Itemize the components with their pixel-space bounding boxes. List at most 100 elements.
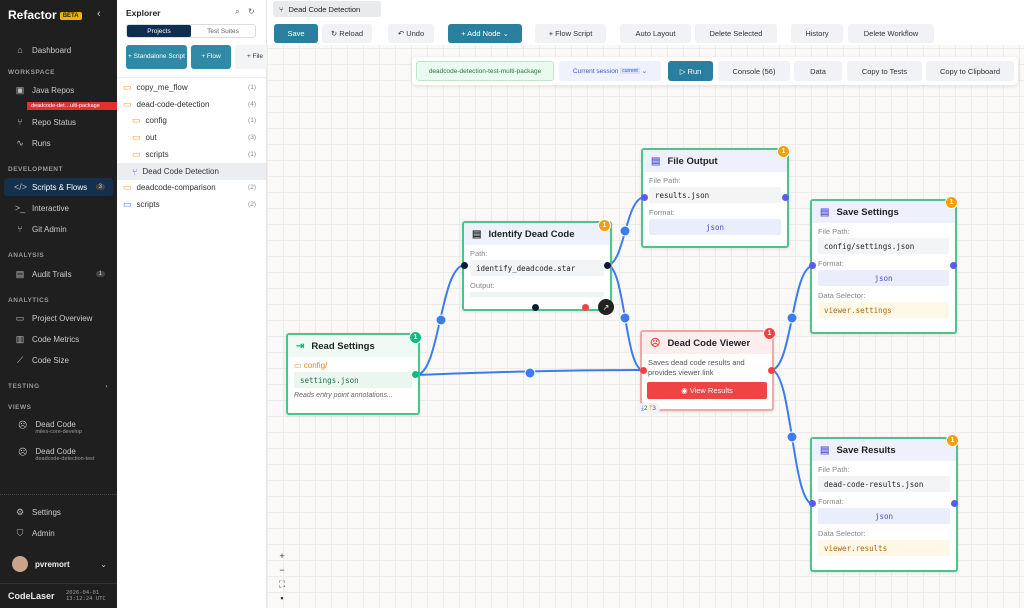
sidebar-item-java-repos[interactable]: ▣Java Repos [4,81,113,99]
refresh-icon[interactable]: ↻ [248,7,255,16]
lock-icon[interactable]: ▪ [280,593,284,603]
view-results-button[interactable]: ◉ View Results [647,382,767,399]
delete-selected-button[interactable]: Delete Selected [695,24,777,43]
node-save-settings[interactable]: ▤Save Settings File Path: config/setting… [810,199,957,334]
tree-item[interactable]: ▭dead-code-detection(4) [117,96,266,113]
run-button[interactable]: ▷ Run [668,61,713,81]
output-port[interactable] [412,371,419,378]
eye-icon[interactable] [786,431,798,443]
flow-script-button[interactable]: + Flow Script [535,24,606,43]
label: + Add Node [461,29,501,38]
sidebar-item-admin[interactable]: ⛉Admin [4,524,113,542]
save-button[interactable]: Save [274,24,318,43]
open-external-icon[interactable]: ↗ [598,299,614,315]
node-save-results[interactable]: ▤Save Results File Path: dead-code-resul… [810,437,958,572]
input-port[interactable] [640,367,647,374]
sidebar-item-settings[interactable]: ⚙Settings [4,503,113,521]
undo-button[interactable]: ↶ Undo [388,24,434,43]
node-dead-code-viewer[interactable]: ☹Dead Code Viewer Saves dead code result… [640,330,774,411]
label: Runs [32,138,51,148]
briefcase-icon: ▤ [15,268,25,279]
folder-icon: ▭ [123,82,132,92]
zoom-out-button[interactable]: − [279,565,285,575]
node-read-settings[interactable]: ⇥Read Settings ▭ config/ settings.json R… [286,333,420,415]
zoom-in-button[interactable]: + [279,551,285,561]
avatar [12,556,28,572]
fit-view-icon[interactable]: ⛶ [278,578,286,589]
input-port[interactable] [809,500,816,507]
file-icon: ▤ [651,155,661,167]
output-port[interactable] [782,194,789,201]
data-button[interactable]: Data [794,61,842,81]
tree-item[interactable]: ▭config(1) [117,112,266,129]
node-file-output[interactable]: ▤File Output File Path: results.json For… [641,148,789,248]
add-flow-button[interactable]: + Flow [191,45,231,69]
sidebar-item-dashboard[interactable]: ⌂Dashboard [4,41,113,59]
count: (1) [248,151,256,158]
copy-to-clipboard-button[interactable]: Copy to Clipboard [926,61,1014,81]
count: (2) [248,184,256,191]
reload-button[interactable]: ↻ Reload [322,24,372,43]
user-menu[interactable]: pvremort⌄ [12,556,107,572]
delete-workflow-button[interactable]: Delete Workflow [848,24,934,43]
sidebar-item-project-overview[interactable]: ▭Project Overview [4,309,113,327]
tree-item[interactable]: ▭copy_me_flow(1) [117,79,266,96]
error-port[interactable] [582,304,589,311]
tree-item[interactable]: ▭deadcode-comparison(2) [117,179,266,196]
sidebar-item-repo-status[interactable]: ⑂Repo Status [4,113,113,131]
folder-icon: ▭ [294,361,304,370]
tree-item[interactable]: ▭scripts(2) [117,196,266,213]
tree-item-selected[interactable]: ⑂Dead Code Detection [117,163,266,180]
output-port[interactable] [604,262,611,269]
sidebar-item-code-size[interactable]: ⟋Code Size [4,351,113,369]
tree-item[interactable]: ▭out(3) [117,129,266,146]
eye-icon[interactable] [619,225,631,237]
bottom-port[interactable] [532,304,539,311]
eye-icon[interactable] [524,367,536,379]
label: Code Metrics [32,334,80,344]
tree-item[interactable]: ▭scripts(1) [117,146,266,163]
copy-to-tests-button[interactable]: Copy to Tests [847,61,922,81]
node-identify-dead-code[interactable]: ▤Identify Dead Code Path: identify_deadc… [462,221,612,311]
collapse-sidebar-icon[interactable]: ‹ [97,8,101,20]
sidebar-item-code-metrics[interactable]: ▥Code Metrics [4,330,113,348]
tab-test-suites[interactable]: Test Suites [207,27,239,35]
sidebar-item-interactive[interactable]: >_Interactive [4,199,113,217]
history-button[interactable]: History [791,24,843,43]
add-node-button[interactable]: + Add Node ⌄ [448,24,522,43]
sidebar-item-git-admin[interactable]: ⑂Git Admin [4,220,113,238]
section-testing[interactable]: TESTING› [8,383,108,390]
session-select[interactable]: Current session current ⌄ [559,61,661,81]
auto-layout-button[interactable]: Auto Layout [620,24,691,43]
input-port[interactable] [461,262,468,269]
format-label: Format: [818,259,844,268]
divider [0,494,117,495]
standalone-script-button[interactable]: + Standalone Script [126,45,187,69]
eye-icon[interactable] [619,312,631,324]
output-port[interactable] [951,500,958,507]
input-port[interactable] [809,262,816,269]
eye-icon: ◉ [681,386,690,395]
view-title: Dead Code [35,447,76,456]
input-port[interactable] [641,194,648,201]
node-badge: 1 [409,331,422,344]
search-icon[interactable]: ⌕ [235,7,240,16]
chevron-right-icon: › [105,383,108,390]
gear-icon: ⚙ [15,506,25,517]
output-port[interactable] [768,367,775,374]
eye-icon[interactable] [435,314,447,326]
file-import-icon: ⇥ [296,340,305,352]
output-port[interactable] [950,262,957,269]
tab-dead-code-detection[interactable]: ⑂Dead Code Detection [273,1,381,17]
tab-projects[interactable]: Projects [127,25,191,37]
file-icon: ▤ [820,444,830,456]
console-button[interactable]: Console (56) [718,61,790,81]
repo-chip[interactable]: deadcode-detection-test-multi-package [416,61,554,81]
sidebar-item-runs[interactable]: ∿Runs [4,134,113,152]
eye-icon[interactable] [786,312,798,324]
